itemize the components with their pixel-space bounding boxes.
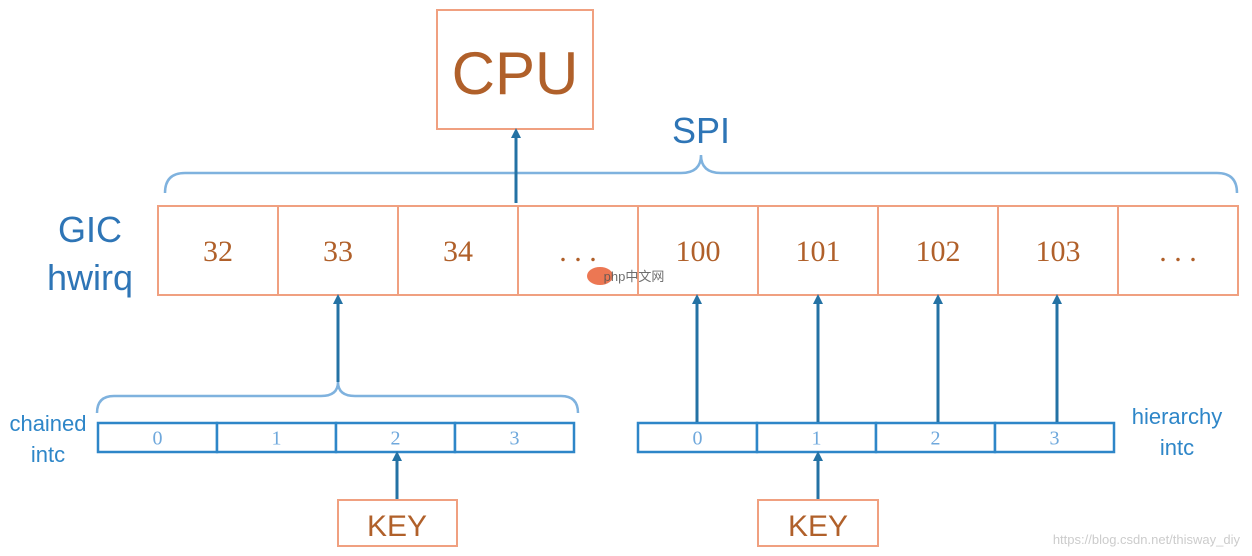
key-left-box: KEY xyxy=(337,499,458,547)
hierarchy-intc-row: 0 1 2 3 xyxy=(636,421,1116,454)
cpu-box: CPU xyxy=(436,9,594,130)
hierarchy-intc-cell-label: 3 xyxy=(1050,428,1060,450)
gic-hwirq-cell-label: 101 xyxy=(796,235,841,268)
spi-label: SPI xyxy=(672,110,730,151)
gic-hwirq-cell-label: . . . xyxy=(559,235,597,268)
gic-hwirq-cell-label: 103 xyxy=(1036,235,1081,268)
chained-intc-cell xyxy=(96,421,219,454)
chained-label: chained xyxy=(9,411,86,436)
php-watermark: php中文网 xyxy=(587,267,664,285)
hwirq-label: hwirq xyxy=(47,257,133,298)
key-right-box: KEY xyxy=(757,499,879,547)
gic-hwirq-cell-label: 32 xyxy=(203,235,233,268)
hierarchy-intc-cell-label: 1 xyxy=(812,428,822,450)
chained-intc-cell-label: 3 xyxy=(510,428,520,450)
gic-hwirq-cell-label: 102 xyxy=(916,235,961,268)
gic-hwirq-cell xyxy=(637,205,759,296)
key-right-label: KEY xyxy=(788,510,848,543)
gic-hwirq-cell xyxy=(1117,205,1239,296)
gic-hwirq-cell-label: 33 xyxy=(323,235,353,268)
php-watermark-text: php中文网 xyxy=(604,269,665,284)
hierarchy-intc-cell xyxy=(874,421,997,454)
hierarchy-intc-label: intc xyxy=(1160,435,1194,460)
hierarchy-label: hierarchy xyxy=(1132,404,1222,429)
gic-hwirq-cell-label: . . . xyxy=(1159,235,1197,268)
gic-hwirq-cell-label: 100 xyxy=(676,235,721,268)
chained-intc-cell xyxy=(215,421,338,454)
gic-hwirq-cell xyxy=(997,205,1119,296)
hierarchy-intc-cell xyxy=(993,421,1116,454)
hierarchy-intc-cell-label: 2 xyxy=(931,428,941,450)
gic-hwirq-cell xyxy=(157,205,279,296)
chained-intc-cell-label: 1 xyxy=(272,428,282,450)
spi-brace xyxy=(163,154,1239,194)
csdn-watermark: https://blog.csdn.net/thisway_diy xyxy=(1053,532,1241,547)
gic-hwirq-row: 32 33 34 . . . 100 101 102 103 . . . xyxy=(157,205,1239,296)
php-logo-icon xyxy=(587,267,613,285)
gic-hwirq-cell-label: 34 xyxy=(443,235,473,268)
chained-intc-cell-label: 2 xyxy=(391,428,401,450)
chained-intc-label: intc xyxy=(31,442,65,467)
cpu-label: CPU xyxy=(452,40,579,107)
chained-intc-cell xyxy=(453,421,576,454)
chained-intc-row: 0 1 2 3 xyxy=(96,421,576,454)
hierarchy-intc-cell-label: 0 xyxy=(693,428,703,450)
chained-intc-brace xyxy=(95,381,580,414)
chained-intc-cell-label: 0 xyxy=(153,428,163,450)
key-left-label: KEY xyxy=(367,510,427,543)
hierarchy-intc-cell xyxy=(636,421,759,454)
gic-label: GIC xyxy=(58,209,122,250)
